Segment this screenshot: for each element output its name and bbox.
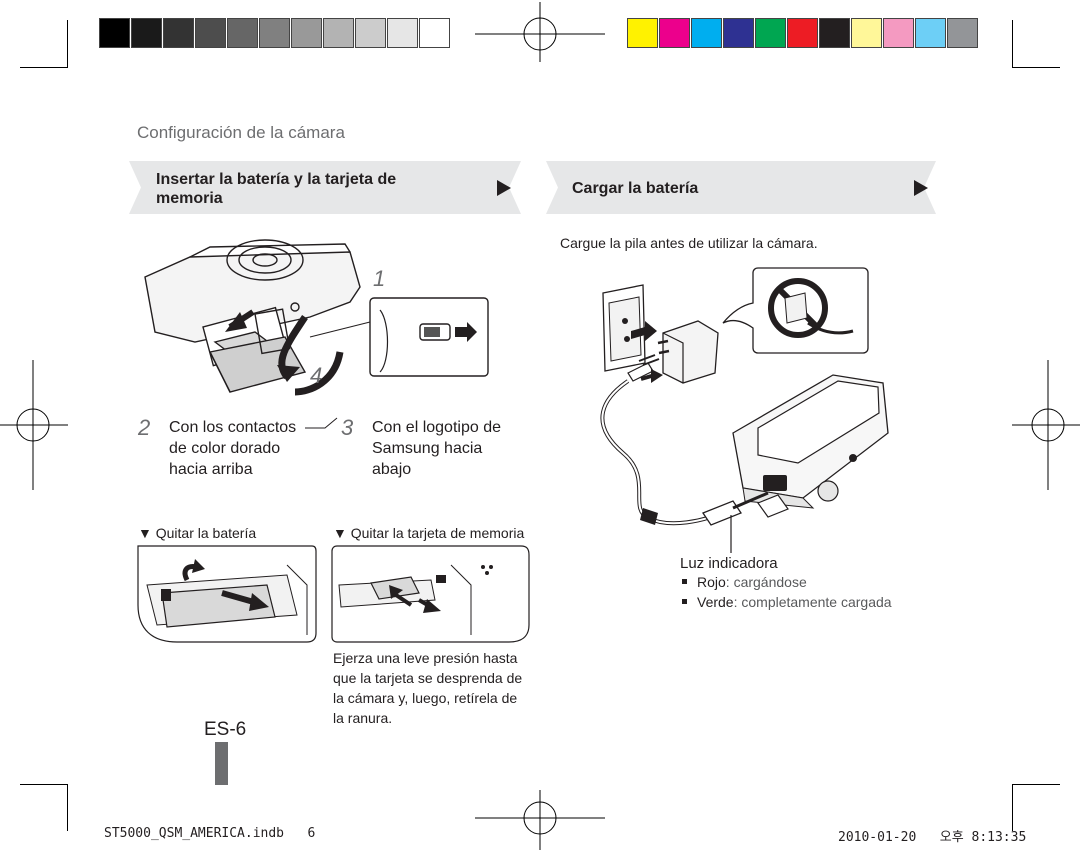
remove-battery-illustration <box>137 545 317 643</box>
step-3-line2: Samsung hacia <box>372 440 483 457</box>
color-swatch <box>947 18 978 48</box>
color-swatch <box>723 18 754 48</box>
color-swatch <box>787 18 818 48</box>
registration-target-left <box>0 360 68 490</box>
step-1-number: 1 <box>373 266 386 291</box>
step-3-line3: abajo <box>372 461 412 478</box>
indicator-red-label: Rojo <box>697 574 726 590</box>
color-swatch <box>819 18 850 48</box>
step-4-number: 4 <box>310 363 323 388</box>
page-number: ES-6 <box>204 719 247 740</box>
indicator-title: Luz indicadora <box>680 555 778 572</box>
play-arrow-icon <box>914 180 928 196</box>
remove-battery-label: ▼ Quitar la batería <box>138 525 257 541</box>
color-swatch <box>163 18 194 48</box>
remove-card-label: ▼ Quitar la tarjeta de memoria <box>333 525 525 541</box>
bullet <box>682 579 687 584</box>
color-swatch <box>323 18 354 48</box>
card-note-line3: la cámara y, luego, retírela de <box>333 690 518 706</box>
color-swatch <box>659 18 690 48</box>
color-swatch <box>691 18 722 48</box>
color-swatch <box>387 18 418 48</box>
tab-insert-battery-title-line2: memoria <box>156 190 223 207</box>
indicator-red-text: : cargándose <box>725 574 807 590</box>
crop-mark <box>1012 67 1060 68</box>
step-3-line1: Con el logotipo de <box>372 419 501 436</box>
card-removal-note: Ejerza una leve presión hasta que la tar… <box>333 648 522 728</box>
crop-mark <box>67 784 68 831</box>
charge-intro-text: Cargue la pila antes de utilizar la cáma… <box>560 235 818 251</box>
charging-illustration <box>600 267 889 553</box>
step-2-line3: hacia arriba <box>169 461 253 478</box>
remove-card-illustration <box>331 545 530 643</box>
registration-target-top <box>475 2 605 62</box>
indicator-green: Verde: completamente cargada <box>680 593 892 612</box>
crop-mark <box>1012 784 1060 785</box>
registration-target-right <box>1012 360 1080 490</box>
step-2-line1: Con los contactos <box>169 419 297 436</box>
color-swatch <box>915 18 946 48</box>
indicator-red: Rojo: cargándose <box>680 573 807 592</box>
step-3-text: Con el logotipo de Samsung hacia abajo <box>372 417 501 480</box>
crop-mark <box>67 20 68 67</box>
crop-mark <box>1012 20 1013 67</box>
page-tab-marker <box>215 742 228 785</box>
step-2-text: Con los contactos de color dorado hacia … <box>169 417 296 480</box>
color-swatch <box>419 18 450 48</box>
color-swatch <box>355 18 386 48</box>
color-swatch <box>131 18 162 48</box>
card-note-line1: Ejerza una leve presión hasta <box>333 650 518 666</box>
tab-insert-battery-title-line1: Insertar la batería y la tarjeta de <box>156 171 397 188</box>
card-note-line2: que la tarjeta se desprenda de <box>333 670 523 686</box>
footer-timestamp: 2010-01-20 오후 8:13:35 <box>838 830 1027 845</box>
bullet <box>682 599 687 604</box>
color-swatch <box>883 18 914 48</box>
tab-insert-battery <box>129 161 521 214</box>
step-3-number: 3 <box>341 415 354 440</box>
step-2-number: 2 <box>138 415 151 440</box>
section-title: Configuración de la cámara <box>137 123 345 142</box>
tab-charge-battery-title: Cargar la batería <box>572 180 699 197</box>
color-swatch <box>851 18 882 48</box>
callout-line <box>305 417 338 429</box>
crop-mark <box>20 67 68 68</box>
color-swatch <box>195 18 226 48</box>
color-swatch <box>259 18 290 48</box>
color-swatch <box>227 18 258 48</box>
footer-file-name: ST5000_QSM_AMERICA.indb 6 <box>104 826 316 841</box>
crop-mark <box>1012 784 1013 831</box>
card-note-line4: la ranura. <box>333 710 393 726</box>
indicator-green-text: : completamente cargada <box>733 594 892 610</box>
color-swatch <box>627 18 658 48</box>
registration-target-bottom <box>475 790 605 850</box>
tab-charge-battery <box>546 161 936 214</box>
battery-insertion-illustration <box>144 239 489 396</box>
color-swatch <box>99 18 130 48</box>
indicator-green-label: Verde <box>697 594 734 610</box>
crop-mark <box>20 784 68 785</box>
play-arrow-icon <box>497 180 511 196</box>
step-2-line2: de color dorado <box>169 440 281 457</box>
color-swatch <box>755 18 786 48</box>
color-swatch <box>291 18 322 48</box>
